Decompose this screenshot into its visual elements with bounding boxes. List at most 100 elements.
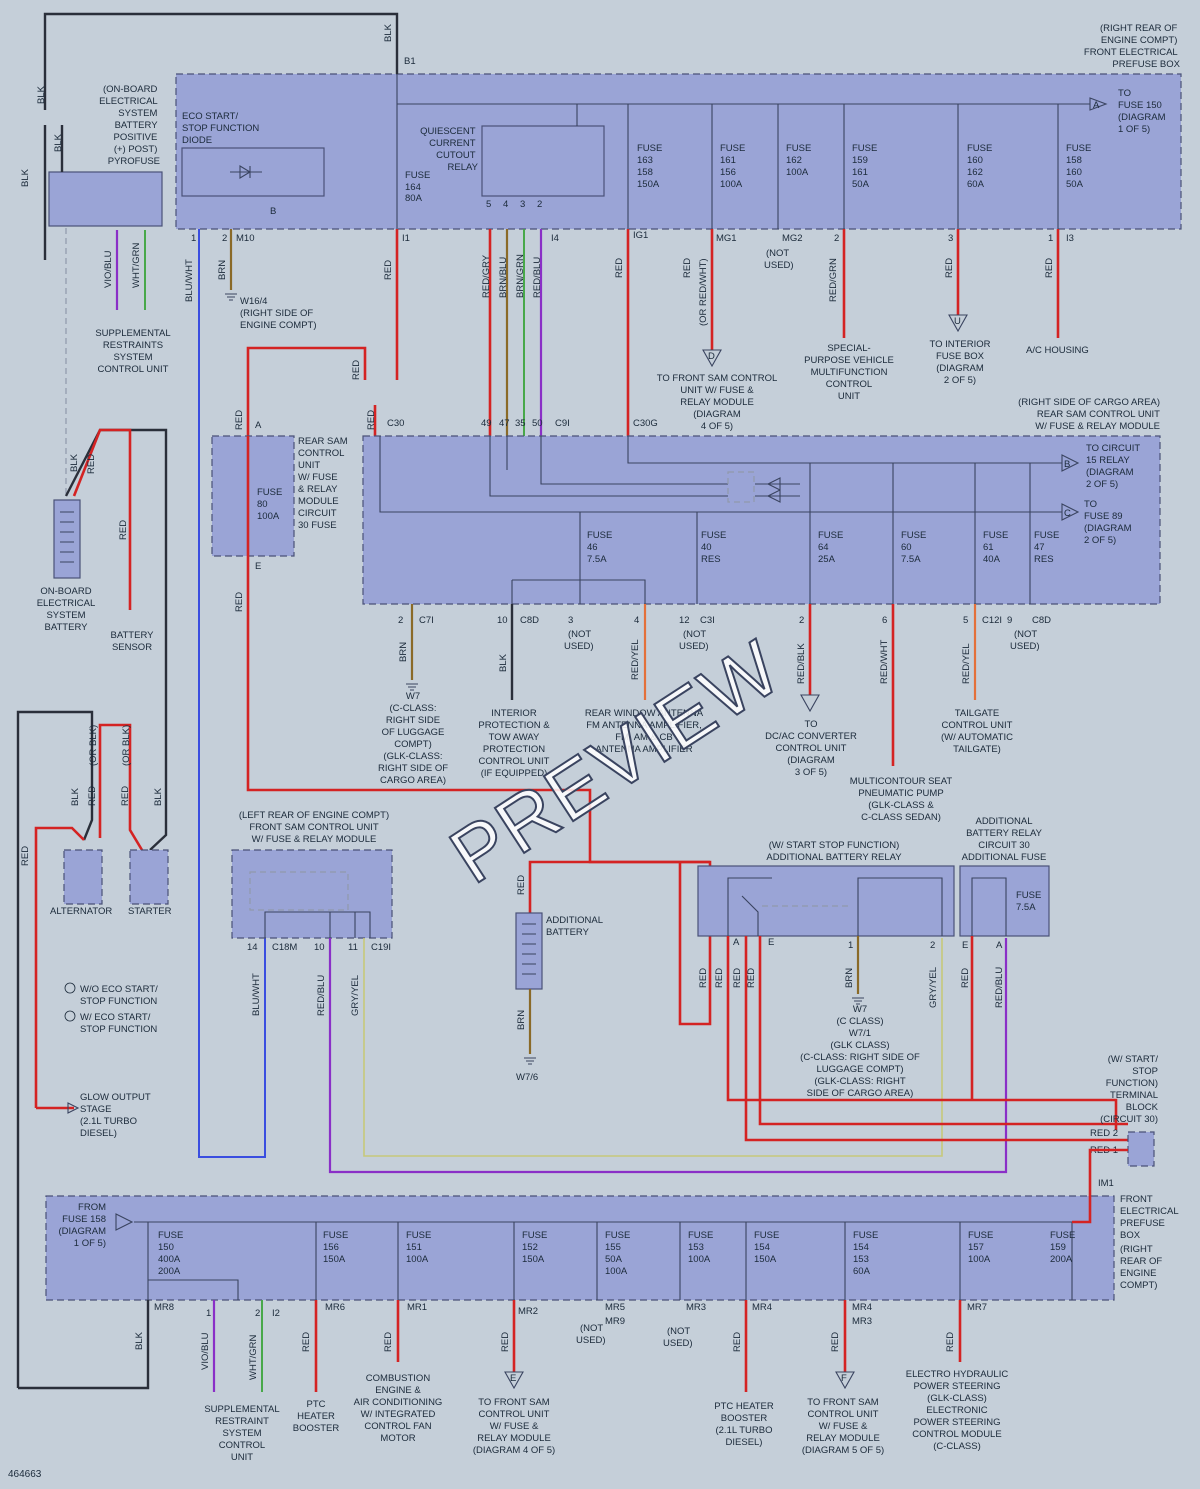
mr3-label: MR3 xyxy=(686,1302,706,1313)
alternator-box xyxy=(63,849,103,905)
wire-label-red-gry: RED/GRY xyxy=(481,254,492,298)
conn-u-label: U xyxy=(954,316,961,327)
gry-yel-wire-loop xyxy=(363,938,943,1157)
conn-d-label: D xyxy=(708,351,715,362)
blk-label-left2: BLK xyxy=(53,133,64,152)
i4-label: I4 xyxy=(551,233,559,244)
conn-a-top: A xyxy=(1093,100,1100,111)
front-sam-left-module xyxy=(231,849,393,939)
rear-pin-47: 47 xyxy=(499,418,510,429)
front-prefuse-box-bottom xyxy=(45,1195,1115,1301)
blk-wire-bottom xyxy=(18,1300,150,1390)
starter-box xyxy=(129,849,169,905)
wire-label-brn-add: BRN xyxy=(516,1010,527,1030)
wire-label-red-i1: RED xyxy=(383,260,394,280)
wire-label-relay-red4: RED xyxy=(746,968,757,988)
wire-label-blk-alt: BLK xyxy=(70,787,81,806)
wire-label-red-e: RED xyxy=(234,592,245,612)
c8d2-label: C8D xyxy=(1032,615,1051,626)
ground-symbol-w16 xyxy=(225,293,237,301)
wire-label-red-blk: RED/BLK xyxy=(796,643,807,684)
wire-label-blk-bottom: BLK xyxy=(134,1331,145,1350)
wire-label-red-blu: RED/BLU xyxy=(532,257,543,298)
c3i-label: C3I xyxy=(700,615,715,626)
diode-pin-b: B xyxy=(270,206,276,217)
wire-label-fuse-red: RED xyxy=(960,968,971,988)
wire-label-red-start: RED xyxy=(120,786,131,806)
relay-internal xyxy=(727,877,943,936)
ac-housing-label: A/C HOUSING xyxy=(1026,345,1089,356)
wire-label-or-blk-2: (OR BLK) xyxy=(121,725,132,766)
rear-out-pin-6: 6 xyxy=(882,615,887,626)
wire-label-relay-red3: RED xyxy=(732,968,743,988)
relay-pin-2: 2 xyxy=(537,199,542,210)
wire-label-red-ptc-diesel: RED xyxy=(732,1332,743,1352)
c30-label: C30 xyxy=(387,418,404,429)
on-board-battery xyxy=(53,499,81,579)
wire-label-red-blu-front: RED/BLU xyxy=(316,975,327,1016)
from-fuse158-arrow xyxy=(115,1213,134,1231)
rear-sam-internal xyxy=(379,436,1062,604)
wire-label-blu-wht: BLU/WHT xyxy=(184,259,195,302)
conn-b-label: B xyxy=(1064,459,1070,470)
eco-diode-label: ECO START/ STOP FUNCTION DIODE xyxy=(182,111,262,146)
front-sam-inner-dashed xyxy=(249,871,349,911)
blk-wire-alternator xyxy=(16,710,94,1388)
relay-pin-3: 3 xyxy=(520,199,525,210)
diode-pin-1: 1 xyxy=(191,233,196,244)
pyrofuse-box xyxy=(48,171,163,227)
front-sam-left-title: (LEFT REAR OF ENGINE COMPT)FRONT SAM CON… xyxy=(239,810,389,845)
mg2-label: MG2 xyxy=(782,233,803,244)
wire-label-red-alt: RED xyxy=(87,786,98,806)
conn-e-label: E xyxy=(510,1373,516,1384)
red-wire-relay-a xyxy=(726,936,1118,1130)
rear-sam-title: (RIGHT SIDE OF CARGO AREA)REAR SAM CONTR… xyxy=(1018,397,1160,432)
mr3b-label: MR3 xyxy=(852,1316,872,1327)
blk-wire-top xyxy=(43,12,399,110)
i1-label: I1 xyxy=(402,233,410,244)
mr7-label: MR7 xyxy=(967,1302,987,1313)
wire-label-vio-blu-bottom: VIO/BLU xyxy=(200,1332,211,1370)
c19i-label: C19I xyxy=(371,942,391,953)
ground-symbol-w76 xyxy=(524,1057,536,1065)
blu-wht-wire xyxy=(198,229,266,1158)
wire-label-brn: BRN xyxy=(217,260,228,280)
front-sam-internal xyxy=(264,911,371,938)
rear-out-pin-9: 9 xyxy=(1007,615,1012,626)
c7i-label: C7I xyxy=(419,615,434,626)
wire-label-red-wht: RED/WHT xyxy=(879,639,890,684)
red-wire-terminal-down xyxy=(1088,1148,1128,1196)
conn-u-arrow xyxy=(948,314,968,333)
glow-arrowhead xyxy=(67,1102,80,1114)
relay-pin-2b: 2 xyxy=(930,940,935,951)
prefuse-title: (RIGHT REAR OF ENGINE COMPT) FRONT ELECT… xyxy=(1084,23,1181,70)
terminal-block xyxy=(1127,1131,1155,1167)
conn-e-arrow xyxy=(504,1371,524,1390)
wire-label-brn-grn: BRN/GRN xyxy=(515,254,526,298)
wire-label-red-sam4: RED xyxy=(500,1332,511,1352)
pin-1-top: 1 xyxy=(1048,233,1053,244)
front-sam-pin-10: 10 xyxy=(314,942,325,953)
i2-label: I2 xyxy=(272,1308,280,1319)
relay-title: (W/ START STOP FUNCTION)ADDITIONAL BATTE… xyxy=(766,840,902,863)
starter-label: STARTER xyxy=(128,906,172,917)
additional-fuse-box xyxy=(959,865,1050,937)
quiescent-relay-box xyxy=(481,125,605,197)
